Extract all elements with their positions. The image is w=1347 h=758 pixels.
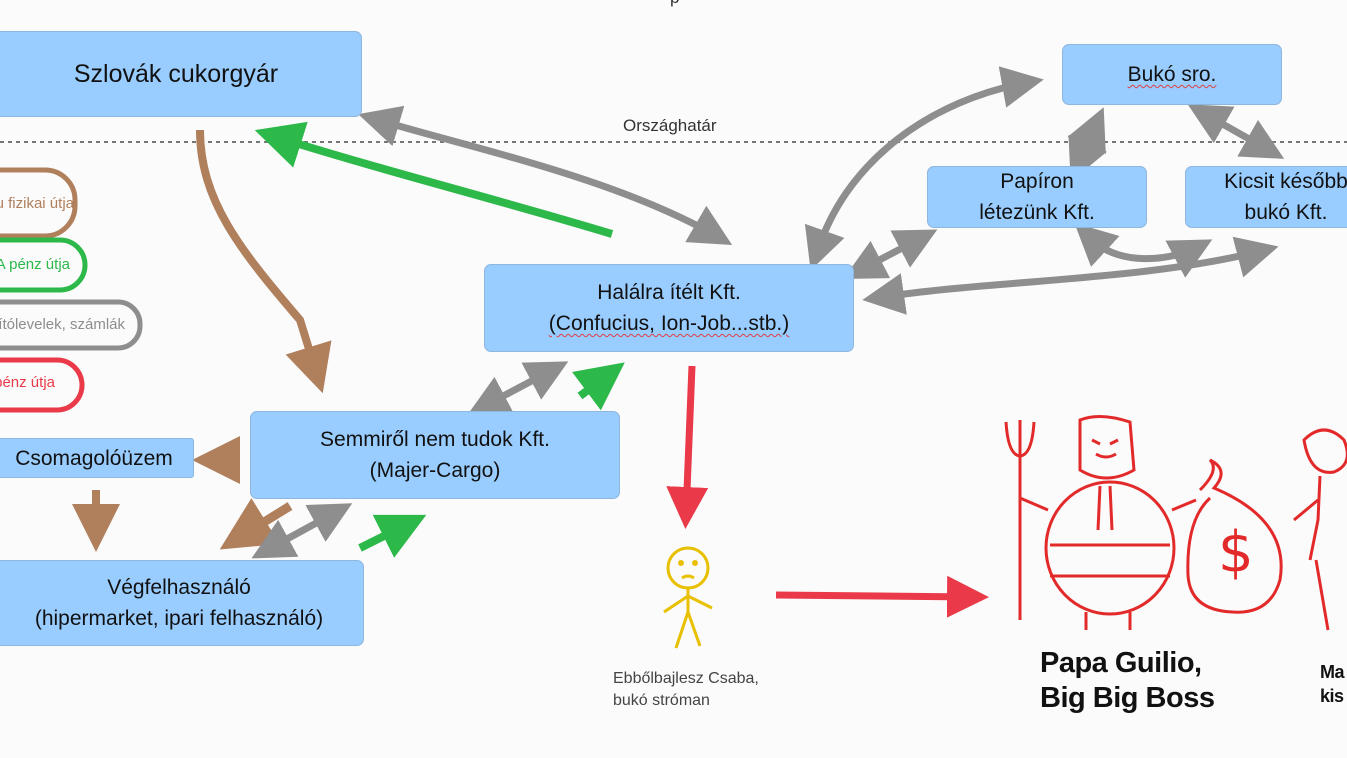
goods-arrow-1 (196, 129, 332, 394)
docs-arrow-8 (467, 361, 569, 416)
box-label: Szlovák cukorgyár (73, 59, 279, 88)
box-label-line1: Papíron (1000, 170, 1074, 193)
stroman-caption-line1: Ebbőlbajlesz Csaba, (613, 670, 759, 687)
box-label-line1: Halálra ítélt Kft. (597, 281, 741, 304)
boss-caption: Papa Guilio, Big Big Boss (1040, 646, 1215, 716)
second-caption-line2: kis (1320, 686, 1344, 706)
goods-arrow-4 (219, 498, 293, 550)
border-label: Országhatár (623, 116, 717, 135)
box-label-line2: (hipermarket, ipari felhasználó) (34, 607, 324, 630)
money-arrow-2 (358, 514, 427, 558)
docs-arrow-3 (843, 229, 938, 280)
boss-figure (1004, 415, 1347, 631)
box-label-line2: (Majer-Cargo) (369, 459, 501, 482)
second-caption-line1: Ma (1320, 662, 1345, 682)
docs-arrow-6 (1067, 107, 1107, 182)
docs-arrow-5 (1074, 223, 1213, 278)
box-label-line2: bukó Kft. (1244, 201, 1328, 224)
dollar-sign: $ (1218, 520, 1254, 585)
boss-caption-line2: Big Big Boss (1040, 682, 1215, 714)
box-halalra-itelt: Halálra ítélt Kft. (Confucius, Ion-Job..… (484, 264, 854, 352)
stroman-figure (663, 546, 713, 649)
docs-arrow-9 (251, 503, 353, 559)
docs-arrow-2 (804, 66, 1044, 271)
box-buko-sro: Bukó sro. (1062, 44, 1282, 105)
box-label: Csomagolóüzem (15, 446, 173, 470)
legend-money: A pénz útja (0, 256, 70, 273)
stroman-caption: Ebbőlbajlesz Csaba, bukó stróman (613, 668, 759, 712)
second-boss-caption: Ma kis (1320, 660, 1347, 708)
box-csomagolouzem: Csomagolóüzem (0, 438, 194, 478)
box-semmirol-nem-tudok: Semmiről nem tudok Kft. (Majer-Cargo) (250, 411, 620, 499)
box-papiron-letezunk: Papíron létezünk Kft. (927, 166, 1147, 228)
legend-goods: Az áru fizikai útja (0, 195, 74, 212)
top-partial-text: p (670, 0, 679, 8)
box-kicsit-kesobb: Kicsit később bukó Kft. (1185, 166, 1347, 228)
money-arrow-1 (254, 121, 614, 238)
money-arrow-3 (572, 362, 625, 411)
box-label-line1: Semmiről nem tudok Kft. (320, 428, 550, 451)
box-label-line1: Végfelhasználó (107, 576, 251, 599)
docs-arrow-4 (862, 236, 1279, 315)
legend-documents: Szállítólevelek, számlák (0, 316, 125, 333)
box-label-line2: létezünk Kft. (979, 201, 1095, 224)
black-money-arrow-2 (775, 575, 989, 618)
stroman-caption-line2: bukó stróman (613, 692, 710, 709)
box-szlovak-cukorgyar: Szlovák cukorgyár (0, 31, 362, 117)
box-label-line1: Kicsit később (1224, 170, 1347, 193)
docs-arrow-1 (358, 105, 733, 246)
box-vegfelhasznalo: Végfelhasználó (hipermarket, ipari felha… (0, 560, 364, 646)
box-label-line2: (Confucius, Ion-Job...stb.) (548, 312, 790, 335)
docs-arrow-7 (1187, 104, 1285, 159)
boss-caption-line1: Papa Guilio, (1040, 647, 1202, 679)
black-money-arrow-1 (666, 365, 709, 529)
box-label: Bukó sro. (1127, 63, 1217, 86)
legend-black-money: A fekete pénz útja (0, 374, 55, 391)
